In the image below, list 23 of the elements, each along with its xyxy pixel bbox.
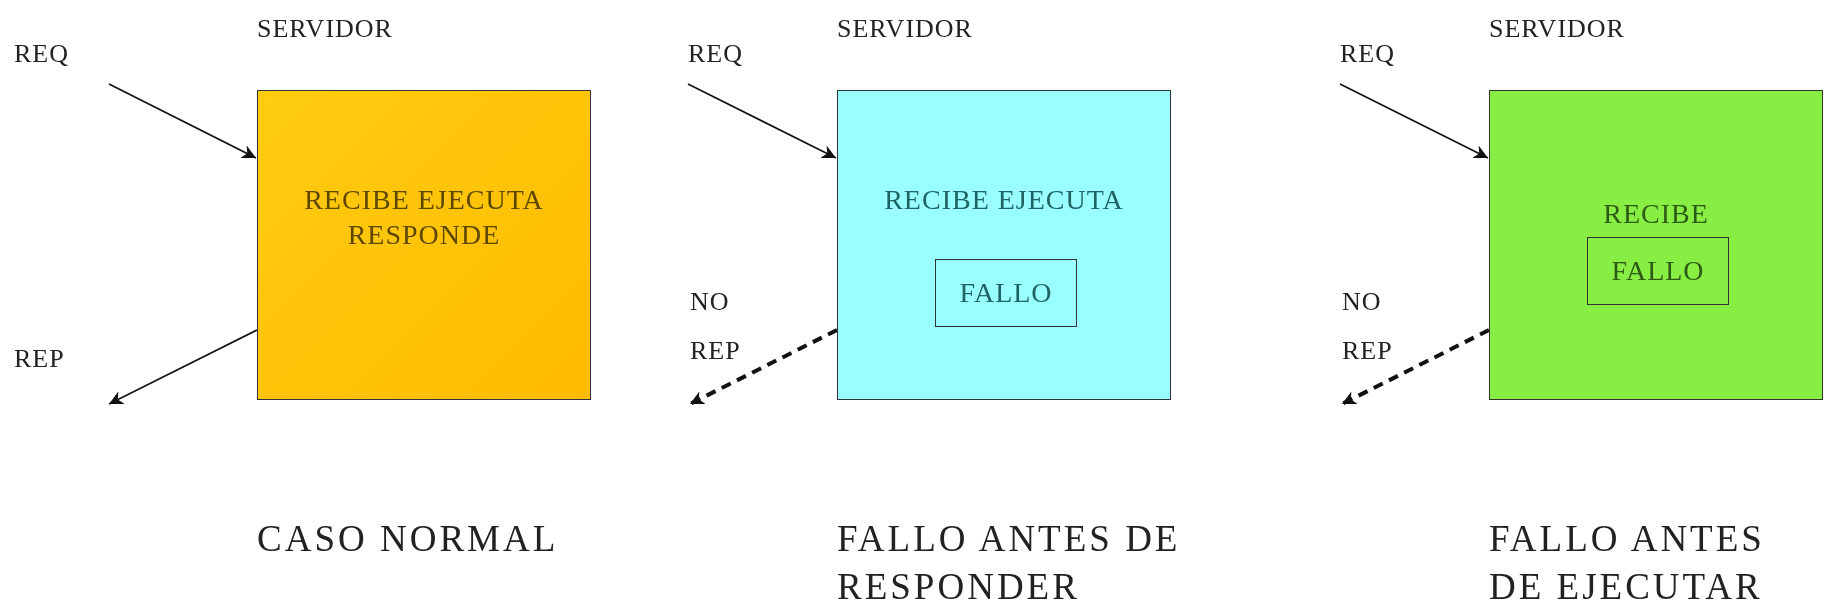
failure-box: FALLO <box>1587 237 1729 305</box>
server-steps: RECIBE EJECUTA RESPONDE <box>258 182 590 252</box>
message-label: NO REP <box>1342 286 1394 368</box>
case-caption: FALLO ANTES DE RESPONDER <box>837 517 1182 610</box>
server-steps: RECIBE EJECUTA <box>838 182 1170 217</box>
message-label: REP <box>14 343 66 375</box>
message-label: REQ <box>14 38 70 70</box>
message-label: REQ <box>688 38 744 70</box>
server-steps: RECIBE <box>1490 196 1822 231</box>
arrow <box>108 83 257 159</box>
arrow <box>108 329 258 405</box>
case-caption: FALLO ANTES DE EJECUTAR <box>1489 517 1766 610</box>
arrow <box>1339 83 1489 159</box>
failure-box: FALLO <box>935 259 1077 327</box>
dashed-arrow <box>1341 328 1490 406</box>
message-label: NO REP <box>690 286 742 368</box>
dashed-arrow <box>689 328 838 406</box>
case-caption: CASO NORMAL <box>257 517 559 561</box>
server-heading: SERVIDOR <box>1489 14 1625 44</box>
message-label: REQ <box>1340 38 1396 70</box>
server-heading: SERVIDOR <box>837 14 973 44</box>
arrow <box>687 83 837 159</box>
server-heading: SERVIDOR <box>257 14 393 44</box>
